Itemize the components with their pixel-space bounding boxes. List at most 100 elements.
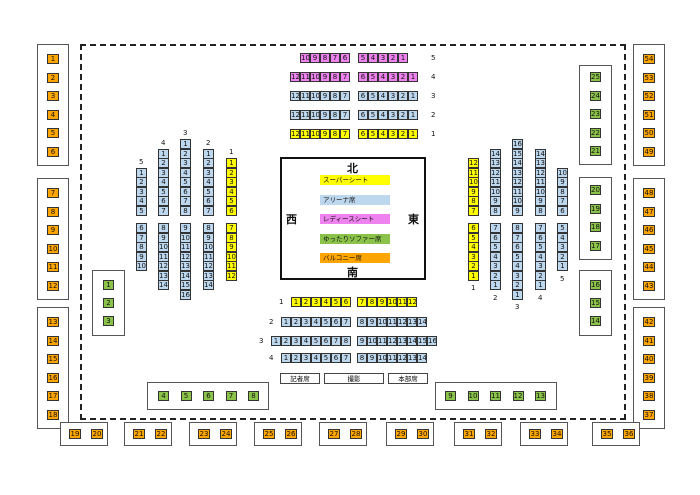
east-seat[interactable]: 10: [490, 186, 501, 197]
north-seat[interactable]: 12: [290, 91, 300, 101]
south-seat[interactable]: 9: [377, 297, 387, 307]
south-seat[interactable]: 4: [301, 336, 311, 346]
east-seat[interactable]: 8: [490, 205, 501, 216]
north-seat[interactable]: 7: [340, 91, 350, 101]
balcony-seat[interactable]: 13: [47, 317, 59, 327]
west-seat[interactable]: 4: [226, 186, 237, 197]
west-seat[interactable]: 3: [180, 158, 191, 168]
sofa-seat[interactable]: 5: [180, 391, 192, 401]
sofa-seat[interactable]: 18: [590, 222, 601, 232]
east-seat[interactable]: 2: [557, 251, 568, 262]
sofa-seat[interactable]: 24: [590, 90, 601, 101]
north-seat[interactable]: 4: [368, 53, 378, 63]
west-seat[interactable]: 9: [136, 251, 147, 262]
north-seat[interactable]: 12: [290, 129, 300, 139]
south-seat[interactable]: 8: [341, 336, 351, 346]
balcony-seat[interactable]: 10: [47, 243, 59, 254]
north-seat[interactable]: 2: [398, 129, 408, 139]
east-seat[interactable]: 9: [468, 186, 479, 197]
balcony-seat[interactable]: 42: [643, 317, 655, 327]
balcony-seat[interactable]: 30: [417, 429, 429, 439]
west-seat[interactable]: 7: [203, 205, 214, 216]
north-seat[interactable]: 3: [388, 110, 398, 120]
west-seat[interactable]: 2: [158, 158, 169, 168]
south-seat[interactable]: 12: [407, 297, 417, 307]
west-seat[interactable]: 5: [226, 196, 237, 206]
east-seat[interactable]: 8: [557, 186, 568, 197]
sofa-seat[interactable]: 3: [103, 316, 114, 326]
south-seat[interactable]: 3: [291, 336, 301, 346]
north-seat[interactable]: 8: [330, 91, 340, 101]
south-seat[interactable]: 4: [321, 297, 331, 307]
balcony-seat[interactable]: 5: [47, 128, 59, 139]
east-seat[interactable]: 12: [535, 167, 546, 178]
west-seat[interactable]: 1: [226, 158, 237, 168]
south-seat[interactable]: 1: [281, 317, 291, 327]
balcony-seat[interactable]: 17: [47, 391, 59, 402]
south-seat[interactable]: 15: [417, 336, 427, 346]
north-seat[interactable]: 1: [408, 110, 418, 120]
south-seat[interactable]: 10: [377, 317, 387, 327]
west-seat[interactable]: 13: [203, 270, 214, 281]
south-seat[interactable]: 7: [357, 297, 367, 307]
south-seat[interactable]: 1: [281, 353, 291, 363]
balcony-seat[interactable]: 3: [47, 91, 59, 102]
north-seat[interactable]: 7: [340, 129, 350, 139]
east-seat[interactable]: 7: [535, 223, 546, 233]
south-seat[interactable]: 5: [321, 353, 331, 363]
east-seat[interactable]: 10: [512, 196, 523, 206]
balcony-seat[interactable]: 24: [220, 429, 232, 439]
balcony-seat[interactable]: 47: [643, 206, 655, 217]
west-seat[interactable]: 2: [180, 148, 191, 159]
west-seat[interactable]: 5: [158, 186, 169, 197]
south-seat[interactable]: 14: [417, 353, 427, 363]
sofa-seat[interactable]: 11: [490, 391, 501, 401]
west-seat[interactable]: 6: [226, 205, 237, 216]
south-seat[interactable]: 7: [331, 336, 341, 346]
north-seat[interactable]: 5: [368, 110, 378, 120]
east-seat[interactable]: 1: [535, 280, 546, 290]
north-seat[interactable]: 10: [300, 53, 310, 63]
south-seat[interactable]: 8: [367, 297, 377, 307]
east-seat[interactable]: 7: [512, 232, 523, 243]
east-seat[interactable]: 4: [512, 261, 523, 271]
east-seat[interactable]: 9: [557, 177, 568, 187]
south-seat[interactable]: 13: [407, 317, 417, 327]
east-seat[interactable]: 15: [512, 148, 523, 159]
east-seat[interactable]: 9: [490, 196, 501, 206]
north-seat[interactable]: 11: [300, 91, 310, 101]
east-seat[interactable]: 10: [557, 167, 568, 178]
south-seat[interactable]: 2: [301, 297, 311, 307]
west-seat[interactable]: 9: [226, 242, 237, 252]
south-seat[interactable]: 14: [417, 317, 427, 327]
west-seat[interactable]: 10: [226, 251, 237, 262]
balcony-seat[interactable]: 28: [350, 429, 362, 439]
east-seat[interactable]: 4: [490, 251, 501, 262]
sofa-seat[interactable]: 1: [103, 280, 114, 290]
north-seat[interactable]: 1: [408, 91, 418, 101]
east-seat[interactable]: 12: [490, 167, 501, 178]
balcony-seat[interactable]: 16: [47, 372, 59, 383]
east-seat[interactable]: 13: [535, 158, 546, 168]
balcony-seat[interactable]: 7: [47, 188, 59, 198]
east-seat[interactable]: 4: [557, 232, 568, 243]
west-seat[interactable]: 6: [158, 196, 169, 206]
sofa-seat[interactable]: 4: [158, 391, 169, 401]
west-seat[interactable]: 2: [136, 177, 147, 187]
north-seat[interactable]: 5: [358, 53, 368, 63]
west-seat[interactable]: 7: [158, 205, 169, 216]
east-seat[interactable]: 11: [535, 177, 546, 187]
sofa-seat[interactable]: 12: [512, 391, 524, 401]
east-seat[interactable]: 6: [557, 205, 568, 216]
south-seat[interactable]: 14: [407, 336, 417, 346]
north-seat[interactable]: 6: [358, 91, 368, 101]
west-seat[interactable]: 12: [203, 261, 214, 271]
south-seat[interactable]: 9: [367, 353, 377, 363]
west-seat[interactable]: 1: [136, 167, 147, 178]
balcony-seat[interactable]: 12: [47, 281, 59, 291]
balcony-seat[interactable]: 31: [463, 429, 475, 439]
balcony-seat[interactable]: 54: [643, 54, 655, 64]
east-seat[interactable]: 4: [468, 242, 479, 252]
west-seat[interactable]: 7: [136, 232, 147, 243]
west-seat[interactable]: 14: [180, 270, 191, 281]
